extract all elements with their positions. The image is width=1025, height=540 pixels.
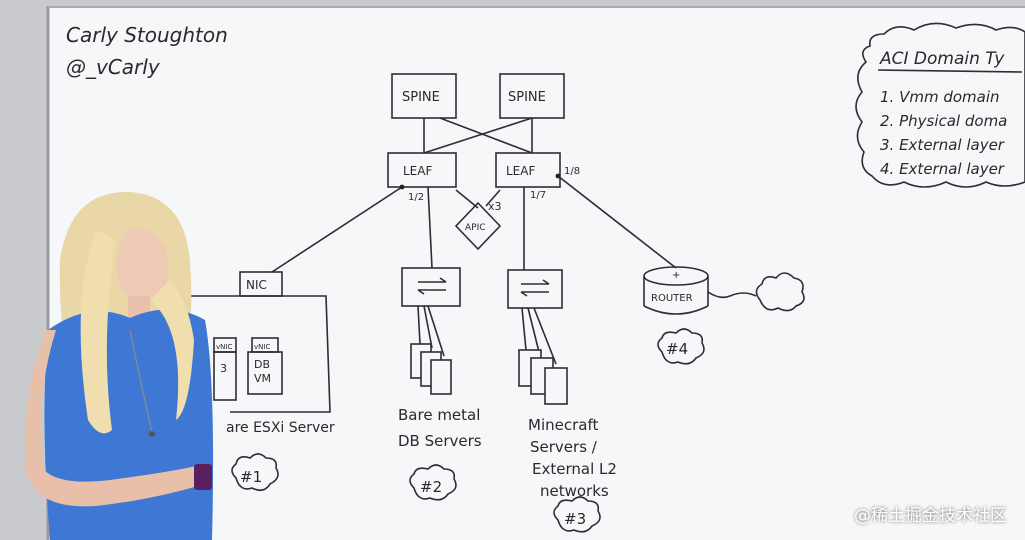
cross-link-2 [439,117,533,154]
domain-types-cloud [855,22,1025,188]
switch-mine-box [507,269,563,309]
router-link [707,291,757,299]
network-diagram [189,22,1025,533]
leaf-left-box [387,152,457,188]
title-underline [877,69,1023,73]
port-label-left: 1/2 [408,192,424,203]
presenter-arm [24,330,198,507]
leaf-right-label: LEAF [506,164,535,178]
presenter [24,191,214,540]
link-leaf-apic-2 [485,189,501,207]
vm-db-line1: DB [254,358,270,371]
minecraft-line1: Minecraft [528,416,598,434]
domain-type-1: 1. Vmm domain [880,88,1000,106]
router-bottom [643,305,709,315]
vm-right-tag: vNIC [254,343,270,351]
author-handle: @_vCarly [66,55,161,79]
cloud-num4 [657,328,705,365]
vm-left-char: 3 [220,362,227,375]
server-outline [190,295,331,413]
cross-link-1 [423,117,533,154]
number-1: #1 [240,468,262,486]
link-leaf-apic-1 [455,189,479,209]
link-leaf-bare [427,186,433,269]
presenter-face [116,227,169,301]
minecraft-line2: Servers / [530,438,598,456]
port-label-right-a: 1/7 [530,190,546,201]
port-label-right-b: 1/8 [564,166,580,177]
author-name: Carly Stoughton [66,23,228,47]
spine-left-label: SPINE [402,90,440,105]
number-3: #3 [564,510,586,528]
domain-types-title: ACI Domain Ty [879,49,1005,69]
minecraft-line3: External L2 [532,460,617,478]
apic-label: APIC [465,223,486,233]
vm-left-tag: vNIC [216,343,232,351]
nic-label: NIC [246,278,267,292]
leaf-left-label: LEAF [403,164,432,178]
cloud-num1 [231,453,279,492]
domain-type-3: 3. External layer [880,136,1005,154]
apic-diamond [454,201,502,251]
spine-right-label: SPINE [508,90,546,105]
number-4: #4 [666,340,688,358]
watermark: @稀土掘金技术社区 [854,506,1007,526]
apic-count: x3 [488,200,502,213]
router-plus: + [672,270,680,281]
switch-bare-box [401,267,461,307]
bare-metal-line2: DB Servers [398,432,482,450]
minecraft-line4: networks [540,482,609,500]
cloud-num2 [409,464,457,501]
domain-type-4: 4. External layer [880,160,1005,178]
vm-db-line2: VM [254,372,271,385]
server-label: are ESXi Server [226,420,335,436]
link-leaf-nic [271,186,403,273]
number-2: #2 [420,478,442,496]
leaf-right-box [495,152,561,188]
cloud-num3 [553,496,601,533]
link-leaf-router [557,175,677,269]
bare-metal-line1: Bare metal [398,406,480,424]
router-label: ROUTER [651,293,693,304]
external-cloud [755,272,805,312]
domain-type-2: 2. Physical doma [880,112,1007,130]
marker [194,464,212,490]
